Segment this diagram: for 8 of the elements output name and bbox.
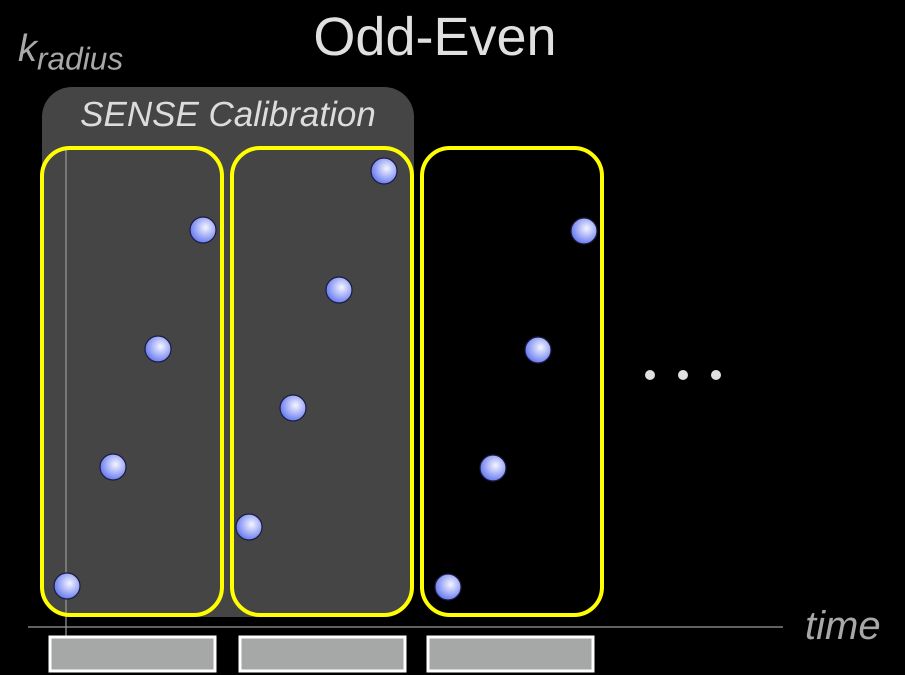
calibration-panel (42, 87, 414, 617)
axis-label: k$_{radius}$ (18, 28, 124, 78)
readout-bar (238, 636, 406, 672)
diagram-title: Odd-Even (312, 6, 558, 69)
readout-bar (426, 636, 594, 672)
panel-title: SENSE Calibration (79, 95, 377, 135)
axis-label: time (805, 604, 881, 649)
readout-bar (48, 636, 216, 672)
